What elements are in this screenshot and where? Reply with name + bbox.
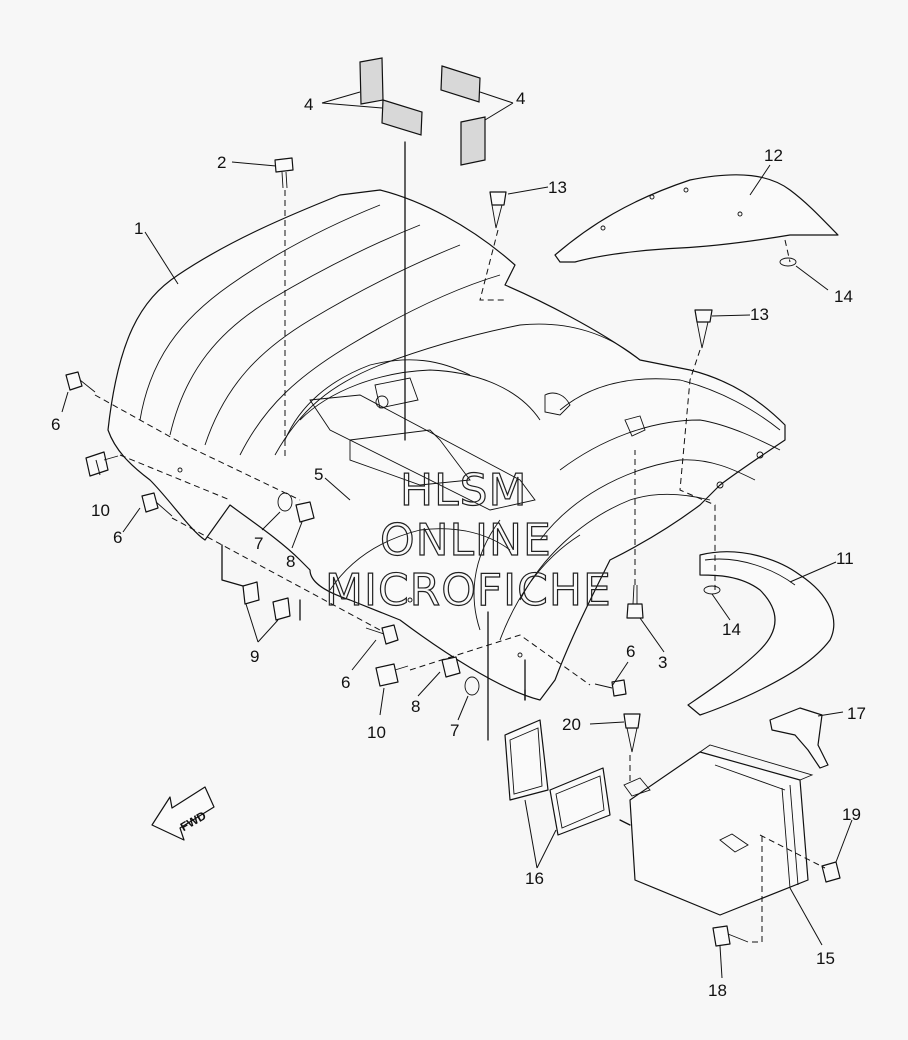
- pads-16: [504, 719, 611, 836]
- reference-lines: [221, 141, 631, 826]
- callout-19: 19: [842, 805, 861, 824]
- mud-flap-11: [687, 551, 835, 716]
- callout-13-a: 13: [548, 178, 567, 197]
- fwd-arrow-icon: FWD: [151, 786, 215, 841]
- callout-14-b: 14: [722, 620, 741, 639]
- callout-9: 9: [250, 647, 259, 666]
- callout-6-b: 6: [113, 528, 122, 547]
- callout-3: 3: [658, 653, 667, 672]
- bracket-17: [769, 707, 829, 769]
- callout-6-a: 6: [51, 415, 60, 434]
- callout-5: 5: [314, 465, 323, 484]
- watermark: HLSM ONLINE MICROFICHE: [324, 464, 612, 616]
- callout-10-b: 10: [367, 723, 386, 742]
- leader-lines: [61, 91, 853, 979]
- callout-7-b: 7: [450, 721, 459, 740]
- storage-box-15: [623, 744, 814, 916]
- callout-20: 20: [562, 715, 581, 734]
- callouts: 1 2 3 4 4 5 6 6 6 6 7 7 8 8 9 10 10 11 1…: [51, 89, 866, 1000]
- callout-18: 18: [708, 981, 727, 1000]
- callout-12: 12: [764, 146, 783, 165]
- callout-14-a: 14: [834, 287, 853, 306]
- callout-7-a: 7: [254, 534, 263, 553]
- watermark-line-1: HLSM: [400, 465, 528, 516]
- callout-13-b: 13: [750, 305, 769, 324]
- mud-guard-12: [554, 174, 839, 263]
- callout-6-d: 6: [626, 642, 635, 661]
- callout-6-c: 6: [341, 673, 350, 692]
- callout-1: 1: [134, 219, 143, 238]
- callout-17: 17: [847, 704, 866, 723]
- callout-2: 2: [217, 153, 226, 172]
- alignment-dashes: [94, 190, 826, 943]
- callout-11: 11: [836, 549, 854, 568]
- callout-10-a: 10: [91, 501, 110, 520]
- callout-15: 15: [816, 949, 835, 968]
- rear-fender-body: [107, 189, 786, 701]
- watermark-line-2: ONLINE: [380, 515, 552, 566]
- callout-8-a: 8: [286, 552, 295, 571]
- fasteners: [65, 157, 841, 947]
- callout-16: 16: [525, 869, 544, 888]
- callout-8-b: 8: [411, 697, 420, 716]
- pads-4: [359, 57, 486, 166]
- watermark-line-3: MICROFICHE: [325, 565, 612, 616]
- callout-4-left: 4: [304, 95, 313, 114]
- callout-4-right: 4: [516, 89, 525, 108]
